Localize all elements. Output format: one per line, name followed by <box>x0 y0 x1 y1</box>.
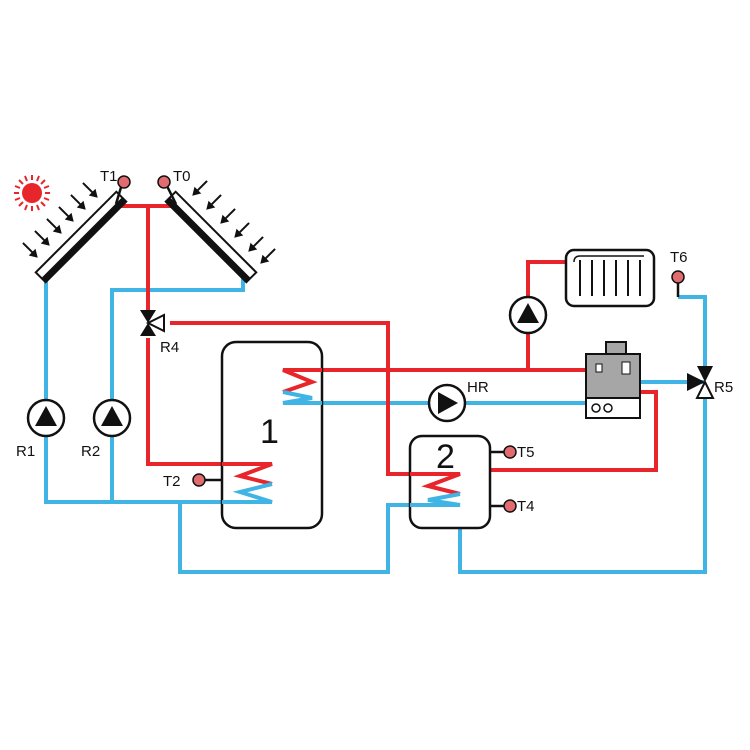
tank1-upper-coil <box>282 368 322 394</box>
label-r4: R4 <box>160 339 179 356</box>
sunlight-arrows-right <box>192 180 276 264</box>
label-hr: HR <box>467 379 489 396</box>
tank1-lower-coil <box>222 462 273 486</box>
temperature-sensor-icon <box>671 270 685 297</box>
pipe-radiator-return <box>678 295 707 368</box>
pipe-r4-to-tank2 <box>170 321 422 476</box>
sunlight-arrows-left <box>22 182 98 258</box>
boiler-icon <box>585 341 641 419</box>
temperature-sensor-icon <box>490 445 517 459</box>
hot-pipes <box>116 204 658 476</box>
tank1-upper-coil-return <box>282 390 322 405</box>
pipe-tank1-to-tank2 <box>178 502 422 574</box>
tank1-label: 1 <box>260 413 279 451</box>
label-t2: T2 <box>163 473 181 490</box>
tank2-label: 2 <box>436 438 455 476</box>
label-t6: T6 <box>670 249 688 266</box>
pipe-r1-return <box>44 278 272 504</box>
label-r5: R5 <box>714 379 733 396</box>
pipe-r5-to-tank2 <box>458 398 707 574</box>
tank2-coil-return <box>410 492 461 507</box>
solar-collector-icon <box>34 190 128 284</box>
solar-collector-icon <box>164 190 258 284</box>
three-way-valve-icon <box>687 366 715 399</box>
three-way-valve-icon <box>140 310 165 336</box>
tank1-lower-coil-return <box>222 482 273 504</box>
pump-icon <box>508 295 548 335</box>
pipe-r2-return <box>110 278 245 502</box>
pump-icon <box>92 398 132 438</box>
temperature-sensor-icon <box>114 175 131 205</box>
label-t0: T0 <box>173 168 191 185</box>
label-t5: T5 <box>517 444 535 461</box>
pump-icon <box>427 383 467 423</box>
tank2-coil <box>410 472 461 496</box>
temperature-sensor-icon <box>490 499 517 513</box>
label-t4: T4 <box>517 498 535 515</box>
sun-icon <box>14 175 50 211</box>
radiator-icon <box>564 248 656 308</box>
label-r1: R1 <box>16 443 35 460</box>
pipe-boiler-to-tank2 <box>490 390 658 472</box>
label-r2: R2 <box>81 443 100 460</box>
temperature-sensor-icon <box>157 175 178 205</box>
temperature-sensor-icon <box>192 473 222 487</box>
label-t1: T1 <box>100 168 118 185</box>
pump-icon <box>26 398 66 438</box>
